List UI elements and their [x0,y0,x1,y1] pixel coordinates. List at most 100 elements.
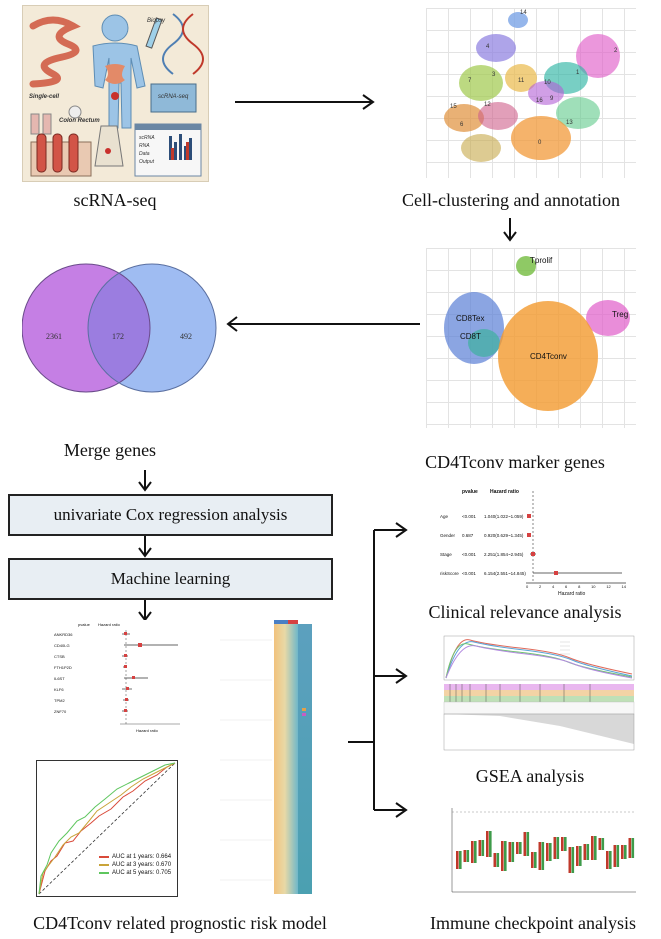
forest-row-name: ANKRD36 [54,632,73,637]
forest-row-name: FTH1P2D [54,665,72,670]
boxplot-box [571,847,575,873]
cluster-label: 1 [576,70,580,76]
boxplot-box [471,841,474,863]
clinical-forest-plot: pvalue Hazard ratio Age <0.001 1.040(1.0… [440,487,630,599]
tick-label: 4 [552,584,555,589]
gene-heatmap [216,620,326,905]
cluster-label: 10 [544,80,551,86]
forest-row-name: CTSB [54,654,65,659]
boxplot-box [628,838,632,858]
cluster-label: 11 [518,78,525,84]
arrow-left-venn [226,316,420,332]
boxplot-box [534,852,537,868]
boxplot-box [456,851,459,869]
caption-markers: CD4Tconv marker genes [425,452,605,472]
boxplot-box [508,842,512,862]
boxplot-box [511,842,515,862]
boxplot-box [486,831,489,857]
roc-legend-label: AUC at 3 years: 0.670 [112,862,172,868]
tick-label: 6 [565,584,568,589]
cluster-label: 2 [614,48,618,54]
venn-overlap-count: 172 [112,332,124,341]
cluster-label: 4 [486,44,490,50]
roc-legend-label: AUC at 1 years: 0.664 [112,854,172,860]
boxplot-box [549,843,552,861]
caption-merge: Merge genes [63,440,157,460]
boxplot-box [561,837,564,851]
tick-label: 8 [578,584,581,589]
forest-row-name: CD40LG [54,643,70,648]
model-forest-header-p: pvalue [78,622,90,627]
venn-right-count: 492 [180,332,192,341]
forest-row-name: ZNF70 [54,709,67,714]
boxplot-box [531,852,534,868]
boxplot-box [516,842,519,854]
cluster-label: 16 [536,98,543,104]
legend-swatch [99,856,109,858]
boxplot-box [519,842,522,854]
venn-diagram: 2361 172 492 [21,248,222,408]
boxplot-box [583,844,587,860]
boxplot-box [481,840,485,856]
boxplot-box [501,841,504,871]
forest-row-name: KLF6 [54,687,64,692]
tick-label: 0 [526,584,529,589]
legend-swatch [99,864,109,866]
biopsy-label: Biopsy [147,18,166,24]
clinical-row-p: 0.687 [462,533,474,538]
clinical-forest-row: Stage <0.001 2.251(1.854~2.945) [440,552,530,557]
arrow-down-merge [138,470,152,492]
boxplot-box [556,837,560,859]
clinical-row-name: Gender [440,533,456,538]
tick-label: 10 [591,584,596,589]
umap-celltypes-plot: Tprolif CD8Tex CD8T Treg CD4Tconv [426,248,636,428]
cluster-label: 15 [450,104,457,110]
clinical-forest-xlabel: Hazard ratio [558,591,586,597]
panel-line: Data [139,151,150,157]
roc-legend: AUC at 1 years: 0.664 AUC at 3 years: 0.… [99,853,171,877]
boxplot-box [594,836,597,860]
clinical-row-name: Age [440,514,449,519]
model-forest-rows: ANKRD36 CD40LG CTSB FTH1P2D IL6ST KLF6 T… [54,632,84,720]
arrow-right-top [235,94,375,110]
boxplot-box [546,843,549,861]
boxplot-box [553,837,557,859]
cluster-label: 0 [538,140,542,146]
arrow-down-clustering [503,218,517,242]
roc-plot: AUC at 1 years: 0.664 AUC at 3 years: 0.… [36,760,178,897]
umap-clusters-plot: 14 2 4 7 3 11 10 1 16 9 15 12 6 13 0 [426,8,636,178]
celltype-label: CD4Tconv [530,352,567,361]
caption-clinical: Clinical relevance analysis [428,602,622,622]
boxplot-box [474,841,477,863]
clinical-row-name: riskScore [440,571,459,576]
tick-label: 2 [539,584,542,589]
tick-label: 12 [606,584,611,589]
clinical-row-name: Stage [440,552,452,557]
boxplot-box [591,836,594,860]
boxplot-box [576,846,579,866]
celltype-label: CD8Tex [456,314,485,323]
boxplot-box [624,845,627,859]
boxplot-box [463,850,467,862]
caption-scrnaseq: scRNA-seq [73,190,157,210]
panel-line: Output [139,159,155,165]
clinical-forest-header-p: pvalue [462,489,478,495]
gsea-plot [440,634,640,756]
clinical-row-hr: 2.251(1.854~2.945) [484,552,524,557]
boxplot-box [631,838,635,858]
colon-rectum-label: Colon Rectum [59,118,100,124]
boxplot-box [504,841,507,871]
caption-riskmodel: CD4Tconv related prognostic risk model [33,913,327,933]
scrnaseq-illustration: Biopsy scRNA-seq Single-cell Colon Rectu… [22,5,209,182]
cluster-label: 3 [492,72,496,78]
boxplot-box [586,844,590,860]
clinical-forest-ticks: 0 2 4 6 8 10 12 14 [526,584,626,589]
celltype-label: Treg [612,310,629,319]
panel-lines: scRNA RNA Data Output [139,134,169,166]
boxplot-box [579,846,582,866]
arrow-down-ml [138,600,152,622]
boxplot-box [606,851,609,869]
boxplot-box [523,832,527,856]
boxplot-box [598,838,602,850]
boxplot-box [489,831,492,857]
